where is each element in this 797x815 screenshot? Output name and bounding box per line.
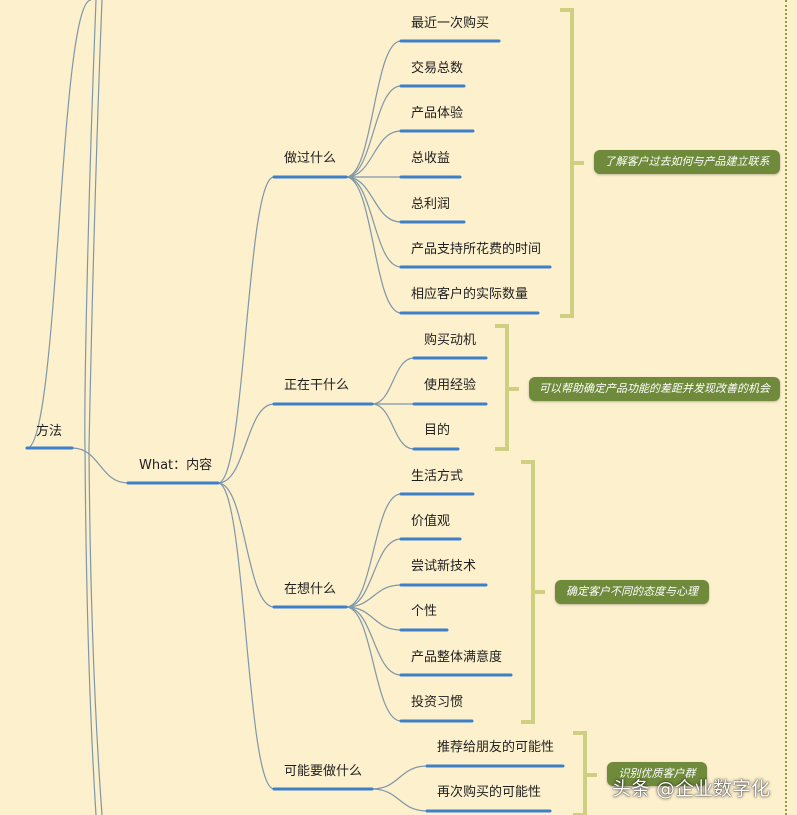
connector-line: [371, 357, 415, 405]
leaf-item[interactable]: 相应客户的实际数量: [411, 287, 529, 302]
connector-line: [371, 765, 428, 790]
group-bracket: [573, 731, 597, 815]
connector-line: [26, 0, 92, 449]
connector-line: [345, 493, 402, 608]
connector-line: [88, 447, 103, 815]
group-label-may-do[interactable]: 可能要做什么: [284, 764, 363, 779]
note-doing[interactable]: 可以帮助确定产品功能的差距并发现改善的机会: [529, 377, 780, 401]
connector-line: [371, 788, 428, 812]
connector-line: [71, 447, 129, 484]
connector-line: [217, 403, 275, 484]
connector-line: [345, 176, 402, 223]
page-border: [785, 0, 787, 815]
leaf-item[interactable]: 产品整体满意度: [411, 650, 503, 665]
leaf-item[interactable]: 购买动机: [424, 333, 477, 348]
leaf-item[interactable]: 交易总数: [411, 61, 464, 76]
leaf-item[interactable]: 产品支持所花费的时间: [411, 242, 542, 257]
leaf-item[interactable]: 推荐给朋友的可能性: [437, 740, 555, 755]
connector-line: [217, 482, 275, 790]
group-label-done[interactable]: 做过什么: [284, 151, 337, 166]
connector-line: [345, 606, 402, 631]
leaf-item[interactable]: 投资习惯: [411, 695, 464, 710]
group-bracket: [495, 324, 519, 451]
connector-line: [371, 403, 415, 450]
connector-line: [345, 40, 402, 178]
leaf-item[interactable]: 个性: [411, 604, 438, 619]
connector-line: [88, 0, 103, 449]
connector-line: [84, 447, 97, 815]
connector-line: [84, 0, 97, 449]
connector-line: [345, 584, 402, 608]
leaf-item[interactable]: 产品体验: [411, 106, 464, 121]
connector-line: [345, 85, 402, 178]
leaf-item[interactable]: 总收益: [411, 151, 451, 166]
connector-line: [217, 482, 275, 608]
note-thinking[interactable]: 确定客户不同的态度与心理: [555, 580, 709, 604]
leaf-item[interactable]: 目的: [424, 423, 451, 438]
leaf-item[interactable]: 再次购买的可能性: [437, 785, 542, 800]
group-label-doing[interactable]: 正在干什么: [284, 378, 350, 393]
connector-line: [345, 176, 402, 314]
leaf-item[interactable]: 使用经验: [424, 378, 477, 393]
watermark: 头条 @企业数字化: [612, 778, 771, 800]
group-bracket: [521, 460, 545, 724]
connector-line: [345, 606, 402, 676]
connector-line: [345, 176, 402, 268]
note-may-do[interactable]: 识别优质客户群: [607, 762, 707, 786]
connector-line: [345, 538, 402, 608]
group-label-thinking[interactable]: 在想什么: [284, 582, 337, 597]
connector-line: [345, 606, 402, 722]
note-done[interactable]: 了解客户过去如何与产品建立联系: [594, 150, 780, 174]
leaf-item[interactable]: 生活方式: [411, 469, 464, 484]
leaf-item[interactable]: 最近一次购买: [411, 16, 490, 31]
leaf-item[interactable]: 总利润: [411, 197, 451, 212]
connector-line: [217, 176, 275, 484]
leaf-item[interactable]: 尝试新技术: [411, 559, 477, 574]
node-method[interactable]: 方法: [36, 424, 63, 439]
group-bracket: [560, 8, 584, 318]
connector-line: [345, 130, 402, 178]
leaf-item[interactable]: 价值观: [411, 514, 451, 529]
node-root-what[interactable]: What：内容: [139, 458, 213, 473]
